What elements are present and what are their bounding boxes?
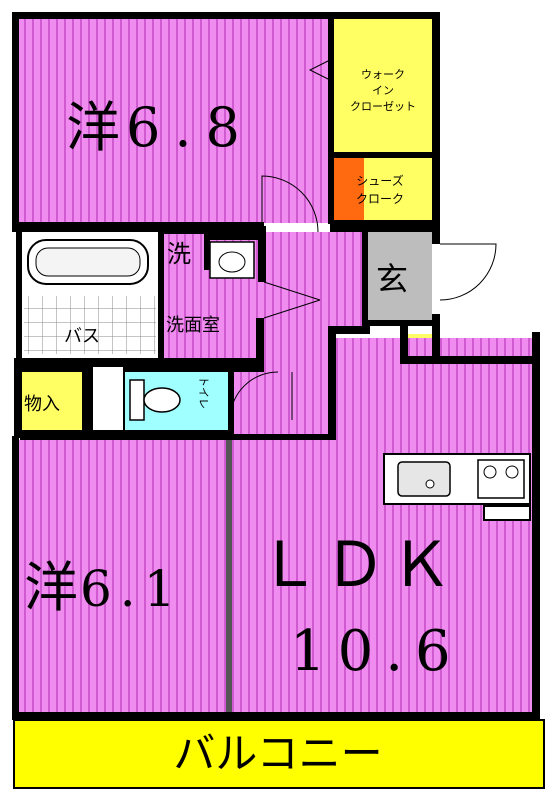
walls (12, 12, 540, 720)
label-shoes-line2: クローク (356, 192, 404, 206)
label-western-upper-size: 6.8 (126, 96, 254, 159)
label-bath: バス (64, 326, 100, 347)
label-entrance: 玄 (376, 260, 408, 298)
room-hallway-lower (232, 332, 332, 436)
basin-bowl (218, 251, 246, 273)
label-laundry: 洗 (167, 240, 191, 268)
room-entrance (366, 232, 432, 324)
room-western-upper (18, 18, 330, 223)
stove (477, 459, 525, 499)
burner-icon (505, 465, 519, 479)
fridge-space (483, 505, 531, 521)
label-wic-line3: クローゼット (350, 100, 416, 113)
bathtub-inner (35, 247, 141, 277)
label-storage: 物入 (24, 394, 60, 415)
room-western-lower (18, 440, 228, 712)
label-balcony: バルコニー (173, 729, 382, 778)
room-shoes-closet-orange (334, 158, 364, 222)
toilet-bowl (143, 387, 181, 413)
label-western-lower-size: 6.1 (80, 560, 184, 618)
label-wic-line2: イン (372, 84, 394, 97)
room-shoes-closet (364, 158, 432, 222)
label-western-upper-kanji: 洋 (66, 96, 120, 159)
label-ldk: ＬＤＫ (258, 528, 456, 601)
room-walk-in-closet (334, 18, 432, 154)
label-western-lower-kanji: 洋 (24, 556, 78, 619)
doors (229, 59, 497, 421)
label-toilet: トイレ (197, 376, 210, 409)
label-wic-line1: ウォーク (361, 68, 405, 81)
label-shoes-line1: シューズ (356, 173, 403, 188)
room-hallway (264, 232, 364, 332)
washbasin (209, 241, 255, 279)
burner-icon (483, 465, 497, 479)
label-washroom: 洗面室 (166, 315, 220, 336)
sink-drain-icon (425, 479, 435, 489)
toilet-tank (129, 379, 145, 421)
room-storage (20, 372, 82, 430)
balcony (13, 719, 545, 789)
kitchen-sink (397, 461, 451, 497)
label-ldk-size: 10.6 (290, 619, 463, 684)
bath-floor-tiles (24, 296, 156, 354)
